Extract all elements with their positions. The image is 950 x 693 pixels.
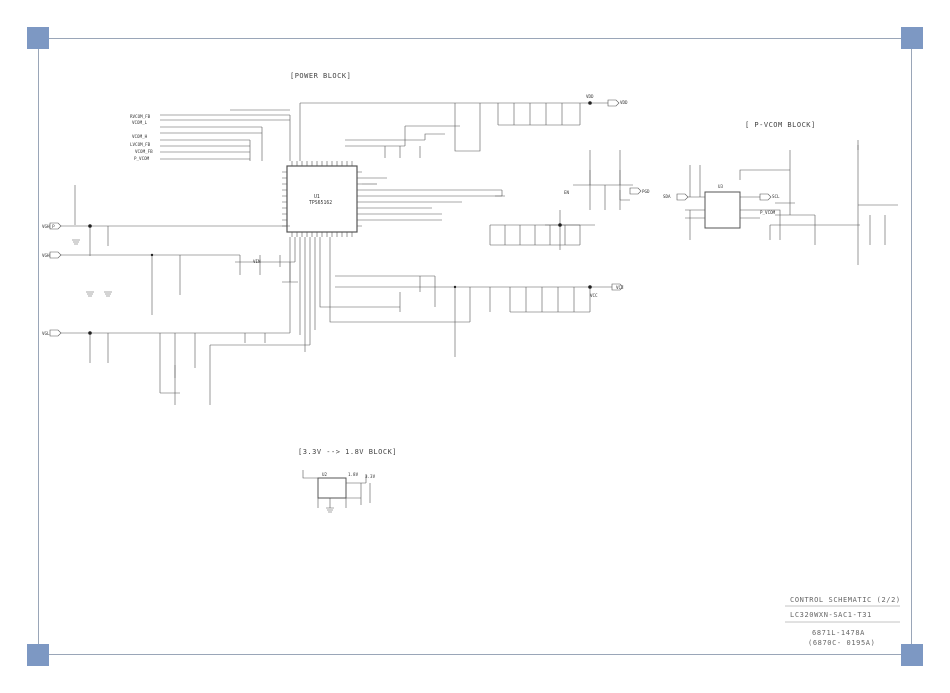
- main-ic-ref: U1: [314, 194, 320, 200]
- vgh-label: VGH: [42, 253, 50, 258]
- vcc-label: VCC: [590, 293, 598, 298]
- vgh-p-label: VGH_P: [42, 224, 55, 229]
- p-vcom-label: P_VCOM: [134, 156, 150, 161]
- vdd-port-label: VDD: [620, 100, 628, 105]
- title-block-line3: 6871L-1478A: [812, 629, 865, 637]
- vcom-fb-label: VCOM_FB: [135, 149, 153, 154]
- title-block-line1: CONTROL SCHEMATIC (2/2): [790, 596, 901, 604]
- u2-ref: U2: [322, 472, 328, 477]
- main-ic-name: TPS65162: [309, 200, 332, 206]
- u3-ref: U3: [718, 184, 724, 189]
- pvcom-block-title: [ P-VCOM BLOCK]: [745, 121, 816, 129]
- title-block-line2: LC320WXN-SAC1-T31: [790, 611, 872, 619]
- pgd-label: PGD: [642, 189, 650, 194]
- sda-label: SDA: [663, 194, 671, 199]
- v33-label: 3.3V: [365, 474, 376, 479]
- corner-marker-top-left: [27, 27, 49, 49]
- p-vcom-right-label: P_VCOM: [760, 210, 776, 215]
- vcc-port-label: VCC: [616, 285, 624, 290]
- v18-label: 1.8V: [348, 472, 359, 477]
- main-ic-body: [286, 165, 358, 233]
- power-block-title: [POWER BLOCK]: [290, 72, 352, 80]
- vcom-h-label: VCOM_H: [132, 134, 148, 139]
- ldo-block-title: [3.3V --> 1.8V BLOCK]: [298, 448, 398, 456]
- vdd-label: VDD: [586, 94, 594, 99]
- corner-marker-bottom-left: [27, 644, 49, 666]
- vcom-l-label: VCOM_L: [132, 120, 148, 125]
- title-block-line4: (6870C- 0195A): [808, 639, 876, 647]
- vin-label: VIN: [253, 259, 261, 264]
- scl-label: SCL: [772, 194, 780, 199]
- vgl-label: VGL: [42, 331, 50, 336]
- corner-marker-bottom-right: [901, 644, 923, 666]
- en-label: EN: [564, 190, 570, 195]
- rvcom-fb-label: RVCOM_FB: [130, 114, 151, 119]
- corner-marker-top-right: [901, 27, 923, 49]
- sheet-border: [38, 38, 912, 655]
- lvcom-fb-label: LVCOM_FB: [130, 142, 151, 147]
